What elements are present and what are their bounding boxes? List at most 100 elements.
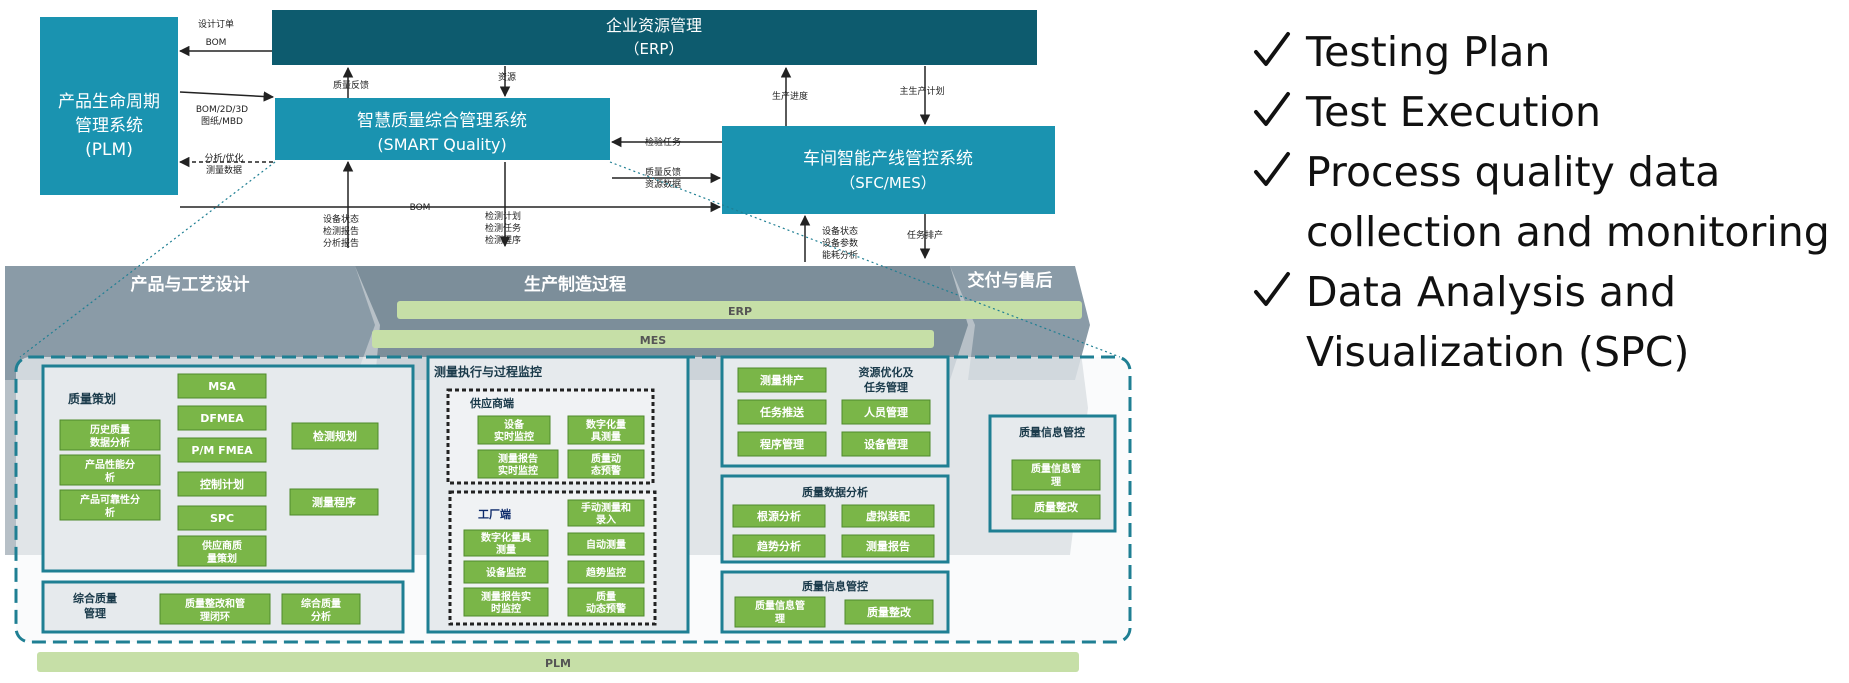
checklist-item-data-analysis: Data Analysis and Visualization (SPC) (1250, 262, 1840, 382)
checklist-item-text-line1: Data Analysis and (1306, 268, 1677, 316)
node-digital-gauge-l2: 具测量 (590, 430, 621, 443)
node-digital-gauge-factory-l2: 测量 (496, 543, 516, 556)
data-analysis-title: 质量数据分析 (802, 485, 868, 499)
checkmark-icon (1254, 32, 1290, 66)
node-rectification-right (1011, 494, 1101, 520)
node-report-monitor-factory-l1: 测量报告实 (481, 590, 531, 603)
node-report-monitor-factory-l2: 时监控 (491, 602, 521, 615)
node-quality-alert-factory-l1: 质量 (596, 590, 616, 603)
node-rectification (844, 599, 934, 625)
flow-label-analysis-report: 分析报告 (323, 237, 359, 249)
sfc-title-line2: （SFC/MES） (840, 174, 936, 192)
factory-side-title: 工厂端 (478, 507, 511, 521)
flow-label-dev-params: 设备参数 (822, 237, 858, 249)
checkmark-icon (1254, 272, 1290, 306)
flow-label-analysis-opt: 分析/优化 (204, 152, 243, 164)
erp-bar (397, 301, 1082, 319)
node-info-management-right (1011, 459, 1101, 491)
node-program-mgmt-label: 程序管理 (760, 437, 804, 451)
erp-system-box (272, 10, 1037, 65)
supplier-side-title: 供应商端 (469, 396, 514, 410)
node-inspection-planning (291, 422, 379, 450)
node-rectification-label: 质量整改 (867, 605, 912, 619)
node-device-monitor-l2: 实时监控 (494, 430, 534, 443)
node-rectification-right-label: 质量整改 (1034, 500, 1079, 514)
node-pm-fmea-label: P/M FMEA (191, 444, 253, 457)
node-program-mgmt (737, 431, 827, 457)
flow-label-resources: 资源 (498, 72, 516, 83)
flow-label-meas-data: 测量数据 (206, 164, 242, 176)
node-reliability-analysis-l1: 产品可靠性分 (80, 493, 140, 506)
flow-label-bom-2d: BOM/2D/3D (196, 105, 248, 115)
mes-bar-label: MES (640, 334, 666, 347)
plm-bar-label: PLM (545, 657, 571, 670)
node-report-monitor-l2: 实时监控 (498, 464, 538, 477)
smart-title-line1: 智慧质量综合管理系统 (357, 111, 527, 131)
plm-title-line3: (PLM) (85, 140, 133, 160)
node-spc-label: SPC (210, 512, 234, 525)
node-auto-measure (567, 532, 645, 556)
node-msa (177, 373, 267, 399)
node-control-plan (177, 471, 267, 497)
node-digital-gauge-factory (463, 529, 549, 557)
node-device-monitor-l1: 设备 (504, 418, 525, 431)
flow-label-prod-progress: 生产进度 (772, 90, 808, 102)
node-measurement-report (841, 534, 935, 558)
node-integrated-analysis-l1: 综合质量 (301, 597, 341, 610)
plm-title-line1: 产品生命周期 (58, 92, 160, 112)
node-virtual-assembly-label: 虚拟装配 (866, 509, 910, 523)
phase-chevron-manufacturing (355, 266, 968, 380)
checklist-item-data-collection: Process quality data collection and moni… (1250, 142, 1840, 262)
node-personnel-mgmt (841, 399, 931, 425)
phase-label-manufacturing: 生产制造过程 (524, 274, 626, 295)
node-equipment-mgmt-label: 设备管理 (864, 437, 908, 451)
node-perf-analysis (59, 454, 161, 486)
flow-label-energy-analysis: 能耗分析 (822, 249, 858, 261)
erp-title: 企业资源管理 (606, 16, 702, 35)
node-equipment-mgmt (841, 431, 931, 457)
node-meas-schedule-label: 测量排产 (760, 373, 804, 387)
flow-label-dev-status2: 设备状态 (822, 225, 858, 237)
smart-quality-box (275, 98, 610, 160)
node-info-management (734, 596, 826, 628)
node-historical-data-l1: 历史质量 (90, 423, 130, 436)
sfc-title-line1: 车间智能产线管控系统 (803, 149, 973, 169)
node-info-management-right-l2: 理 (1051, 476, 1061, 488)
phase-label-design: 产品与工艺设计 (131, 274, 250, 295)
node-digital-gauge (567, 415, 645, 445)
integrated-title-l2: 管理 (84, 606, 106, 620)
erp-bar-label: ERP (728, 305, 752, 318)
node-manual-measure-l1: 手动测量和 (581, 501, 631, 514)
plm-title-line2: 管理系统 (75, 116, 143, 136)
node-personnel-mgmt-label: 人员管理 (864, 405, 908, 419)
arrow-plm-to-smart (179, 91, 275, 102)
erp-subtitle: （ERP） (625, 40, 684, 58)
checklist-item-text-line1: Process quality data (1306, 148, 1721, 196)
node-report-monitor-l1: 测量报告 (498, 452, 538, 465)
node-device-monitor-factory-label: 设备监控 (486, 566, 526, 579)
execution-title: 测量执行与过程监控 (434, 364, 542, 379)
flow-label-bom-top: BOM (206, 38, 227, 48)
projection-line-right (609, 161, 1121, 358)
projection-line-left (19, 161, 276, 358)
node-historical-data (59, 419, 161, 451)
node-quality-alert (567, 449, 645, 479)
node-manual-measure-l2: 录入 (596, 514, 616, 526)
node-integrated-analysis (281, 593, 361, 625)
integrated-title-l1: 综合质量 (73, 591, 117, 605)
node-info-management-l1: 质量信息管 (755, 599, 805, 612)
node-historical-data-l2: 数据分析 (90, 436, 130, 449)
node-trend-monitor (567, 560, 645, 584)
feature-checklist: Testing Plan Test Execution Process qual… (1250, 22, 1840, 382)
checkmark-icon (1254, 92, 1290, 126)
node-task-push (737, 399, 827, 425)
checklist-item-text-line2: Visualization (SPC) (1306, 328, 1690, 376)
node-device-monitor-factory (463, 560, 549, 584)
resource-title-l2: 任务管理 (863, 380, 908, 394)
smart-title-line2: (SMART Quality) (377, 135, 506, 154)
checklist-item-test-execution: Test Execution (1250, 82, 1840, 142)
node-perf-analysis-l1: 产品性能分 (85, 458, 135, 471)
sfc-mes-box (722, 126, 1055, 214)
flow-label-dev-status: 设备状态 (323, 213, 359, 225)
node-root-cause-label: 根源分析 (757, 509, 801, 523)
